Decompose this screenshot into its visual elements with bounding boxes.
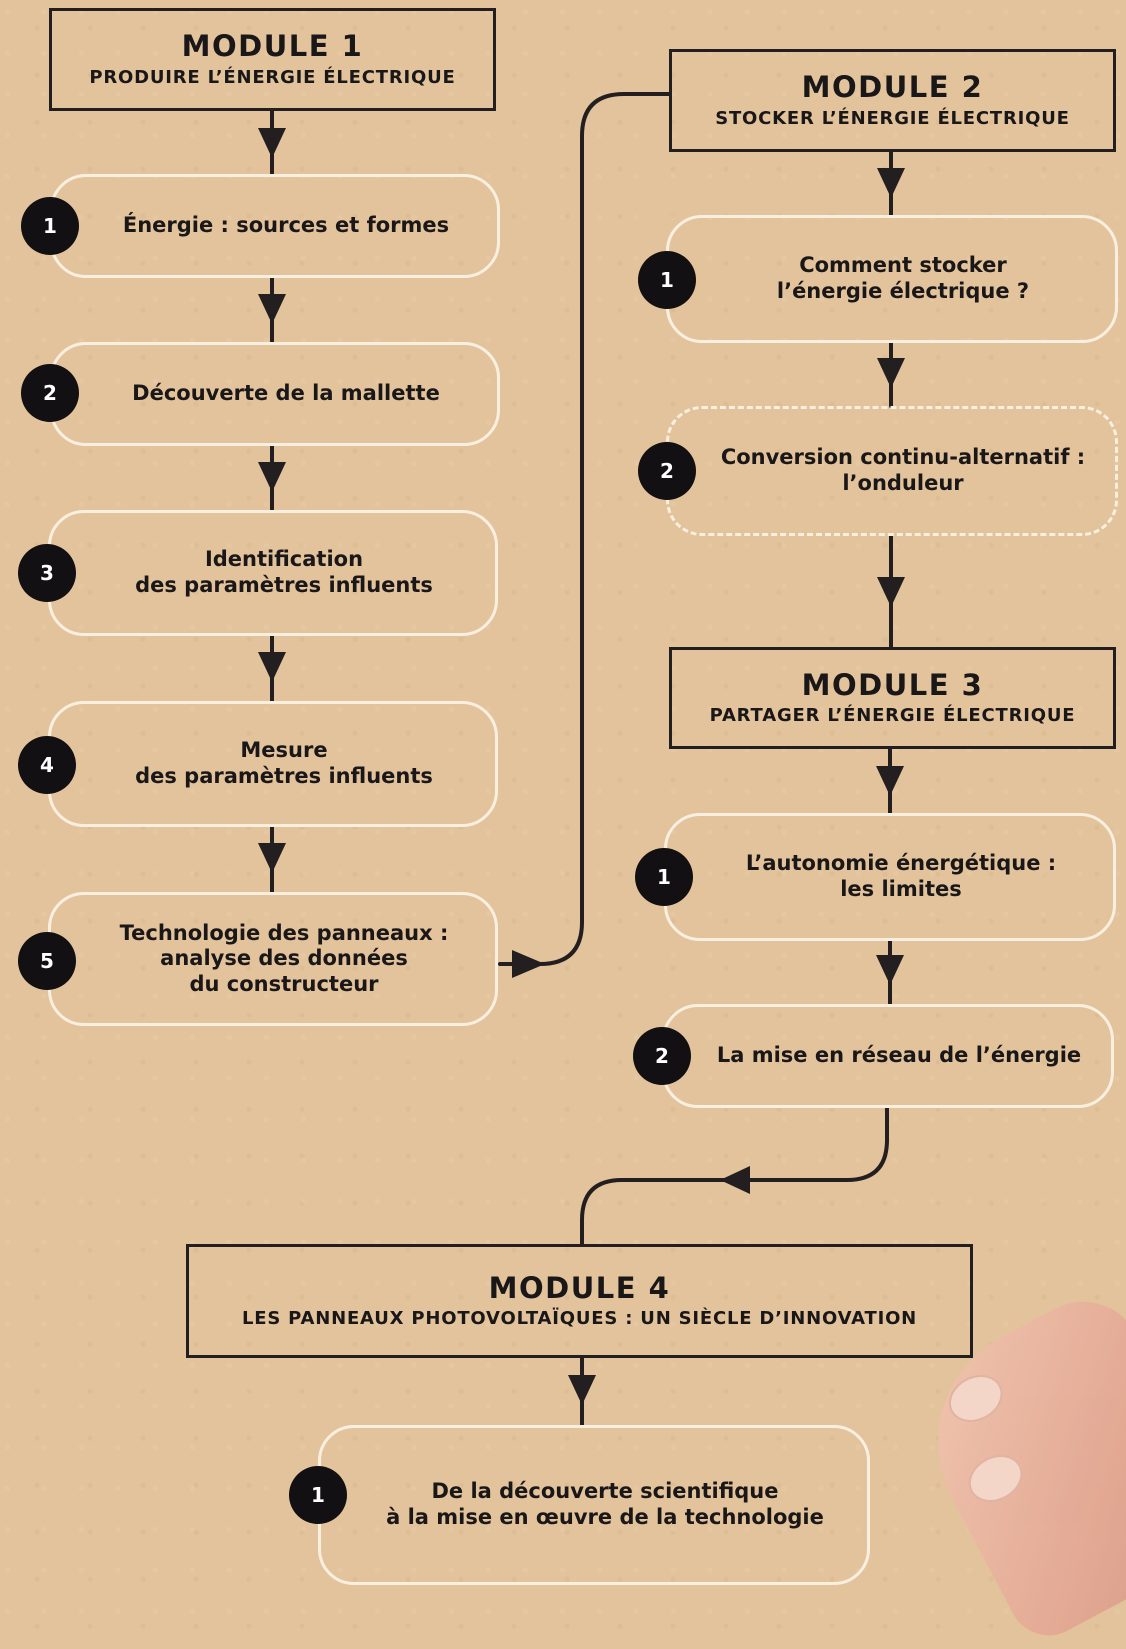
- step-number-badge: 2: [638, 442, 696, 500]
- module-3-box: MODULE 3 PARTAGER L’ÉNERGIE ÉLECTRIQUE: [669, 647, 1116, 749]
- step-label: Identification des paramètres influents: [135, 547, 433, 597]
- step-number-badge: 2: [633, 1027, 691, 1085]
- module-1-step-4: Mesure des paramètres influents: [48, 701, 498, 827]
- step-number-badge: 3: [18, 544, 76, 602]
- step-number-badge: 4: [18, 736, 76, 794]
- step-label: Technologie des panneaux : analyse des d…: [119, 920, 449, 996]
- module-4-box: MODULE 4 LES PANNEAUX PHOTOVOLTAÏQUES : …: [186, 1244, 973, 1358]
- arrowhead: [877, 358, 905, 388]
- module-2-subtitle: STOCKER L’ÉNERGIE ÉLECTRIQUE: [715, 107, 1070, 129]
- module-1-box: MODULE 1 PRODUIRE L’ÉNERGIE ÉLECTRIQUE: [49, 8, 496, 111]
- step-label: L’autonomie énergétique : les limites: [745, 851, 1057, 901]
- step-label: La mise en réseau de l’énergie: [716, 1043, 1082, 1068]
- step-label: Comment stocker l’énergie électrique ?: [776, 253, 1030, 303]
- module-1-title: MODULE 1: [181, 29, 364, 64]
- step-number-badge: 1: [638, 251, 696, 309]
- module-3-subtitle: PARTAGER L’ÉNERGIE ÉLECTRIQUE: [709, 705, 1076, 727]
- arrowhead: [877, 168, 905, 198]
- module-1-step-2: Découverte de la mallette: [50, 342, 500, 446]
- module-2-step-1: Comment stocker l’énergie électrique ?: [666, 215, 1118, 343]
- step-number-badge: 1: [635, 848, 693, 906]
- step-label: Mesure des paramètres influents: [135, 738, 433, 788]
- module-4-step-1: De la découverte scientifique à la mise …: [318, 1425, 870, 1585]
- arrowhead: [258, 462, 286, 492]
- step-number-badge: 5: [18, 932, 76, 990]
- module-2-title: MODULE 2: [801, 70, 984, 105]
- module-3-title: MODULE 3: [801, 667, 984, 702]
- step-number-badge: 1: [289, 1466, 347, 1524]
- arrowhead: [512, 950, 545, 978]
- arrowhead: [568, 1375, 596, 1405]
- module-1-step-1: Énergie : sources et formes: [50, 174, 500, 278]
- arrowhead: [877, 577, 905, 607]
- step-number-badge: 2: [21, 364, 79, 422]
- module-1-step-3: Identification des paramètres influents: [48, 510, 498, 636]
- module-2-step-2: Conversion continu-alternatif : l’ondule…: [666, 406, 1118, 536]
- module-4-subtitle: LES PANNEAUX PHOTOVOLTAÏQUES : UN SIÈCLE…: [241, 1308, 918, 1330]
- arrowhead: [258, 128, 286, 158]
- step-number-badge: 1: [21, 197, 79, 255]
- arrowhead: [720, 1166, 750, 1194]
- step-label: De la découverte scientifique à la mise …: [386, 1479, 824, 1529]
- module-flowchart: MODULE 1 PRODUIRE L’ÉNERGIE ÉLECTRIQUE É…: [18, 8, 1126, 1649]
- arrowhead: [258, 652, 286, 682]
- module-2-box: MODULE 2 STOCKER L’ÉNERGIE ÉLECTRIQUE: [669, 49, 1116, 152]
- step-label: Conversion continu-alternatif : l’ondule…: [720, 445, 1086, 495]
- arrowhead: [876, 766, 904, 796]
- connector-m1-to-m2: [498, 92, 672, 966]
- step-label: Énergie : sources et formes: [122, 213, 450, 238]
- module-3-step-1: L’autonomie énergétique : les limites: [664, 813, 1116, 941]
- arrowhead: [258, 843, 286, 873]
- module-1-subtitle: PRODUIRE L’ÉNERGIE ÉLECTRIQUE: [89, 66, 456, 88]
- module-1-step-5: Technologie des panneaux : analyse des d…: [48, 892, 498, 1026]
- step-label: Découverte de la mallette: [132, 381, 440, 406]
- arrowhead: [258, 294, 286, 324]
- module-3-step-2: La mise en réseau de l’énergie: [662, 1004, 1114, 1108]
- arrowhead: [876, 955, 904, 985]
- fingernail: [960, 1445, 1031, 1512]
- connector-layer: [258, 92, 905, 1427]
- module-4-title: MODULE 4: [488, 1270, 671, 1305]
